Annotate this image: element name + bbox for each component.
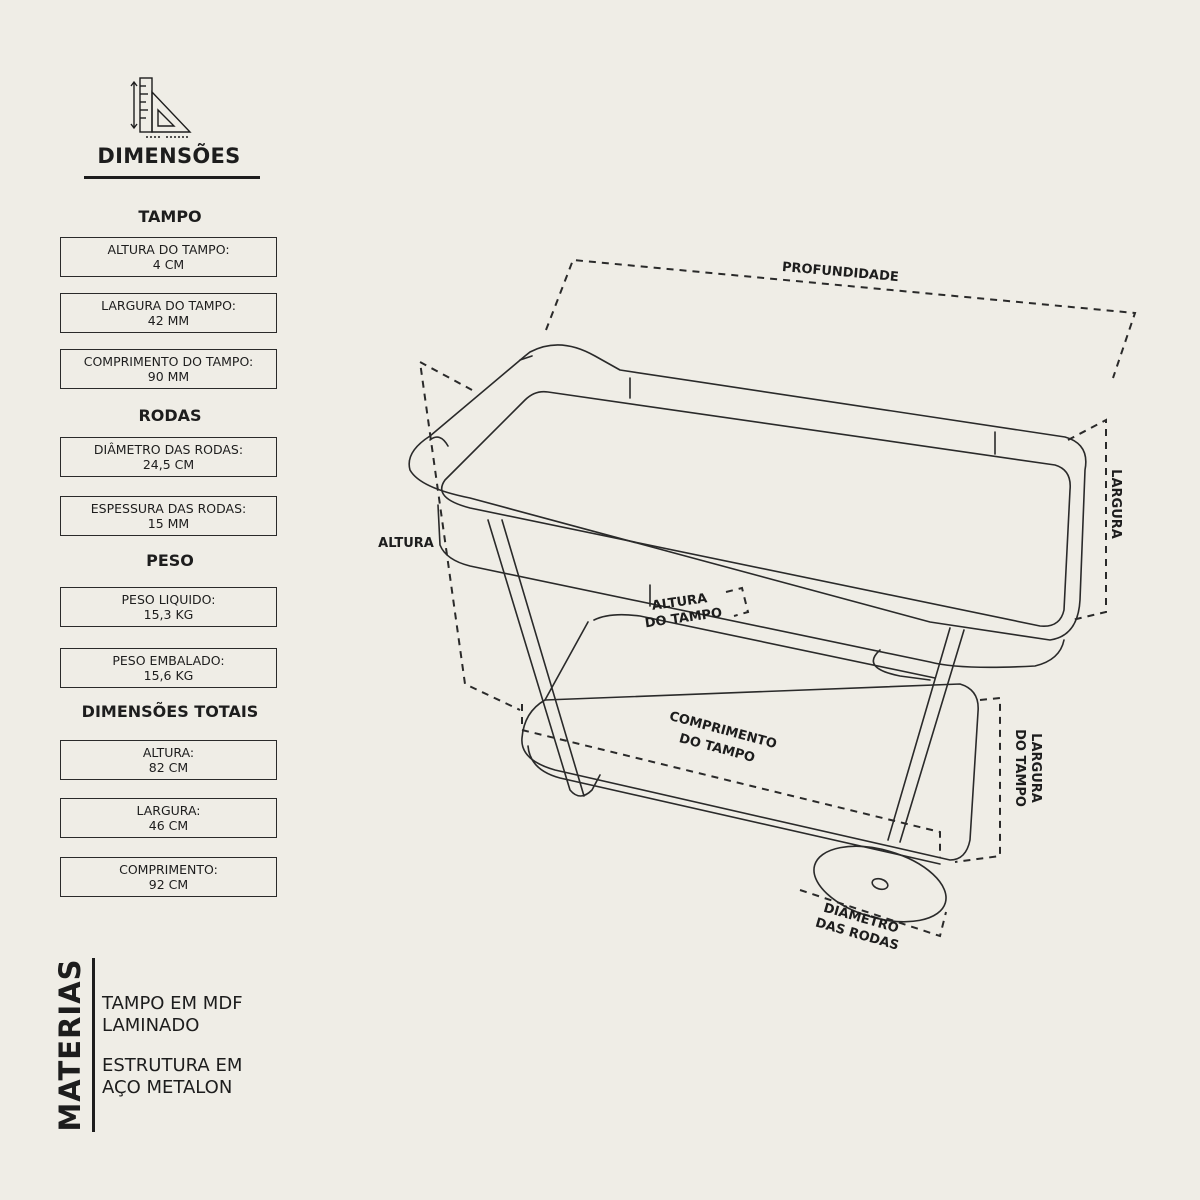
spec-value: 82 CM <box>148 760 189 775</box>
spec-diametro-rodas: DIÂMETRO DAS RODAS: 24,5 CM <box>60 437 277 477</box>
spec-value: 42 MM <box>147 313 190 328</box>
wheel-bracket <box>872 649 931 681</box>
tray-top-inner <box>440 390 1072 627</box>
dim-altura <box>418 360 521 711</box>
spec-largura-total: LARGURA: 46 CM <box>60 798 277 838</box>
spec-altura-tampo: ALTURA DO TAMPO: 4 CM <box>60 237 277 277</box>
back-leg-inner <box>899 629 965 843</box>
dim-comprimento-tampo <box>521 704 941 858</box>
spec-largura-tampo: LARGURA DO TAMPO: 42 MM <box>60 293 277 333</box>
spec-label: PESO EMBALADO: <box>112 653 225 668</box>
spec-label: ALTURA DO TAMPO: <box>107 242 230 257</box>
dim-largura <box>1067 418 1107 621</box>
shelf-support <box>544 621 589 701</box>
front-leg-inner <box>501 519 585 797</box>
tray-top-side <box>437 504 1065 669</box>
spec-peso-liquido: PESO LIQUIDO: 15,3 KG <box>60 587 277 627</box>
label-largura-tampo-2: DO TAMPO <box>1012 729 1027 807</box>
wheel-hub <box>871 877 889 891</box>
dim-largura-tampo <box>954 696 1001 863</box>
front-leg <box>487 519 601 797</box>
spec-value: 15 MM <box>147 516 190 531</box>
label-largura-tampo-1: LARGURA <box>1028 733 1043 803</box>
spec-value: 46 CM <box>148 818 189 833</box>
spec-label: DIÂMETRO DAS RODAS: <box>93 442 244 457</box>
spec-value: 24,5 CM <box>142 457 195 472</box>
handle-left <box>519 355 533 361</box>
spec-peso-embalado: PESO EMBALADO: 15,6 KG <box>60 648 277 688</box>
section-title-rodas: RODAS <box>138 406 202 425</box>
spec-value: 15,6 KG <box>143 668 194 683</box>
wheel <box>813 845 947 923</box>
section-title-peso: PESO <box>146 551 194 570</box>
spec-comprimento-total: COMPRIMENTO: 92 CM <box>60 857 277 897</box>
page-title: DIMENSÕES <box>97 144 241 168</box>
material-line: ESTRUTURA EM <box>102 1055 243 1076</box>
spec-value: 15,3 KG <box>143 607 194 622</box>
handle-end <box>429 436 449 447</box>
spec-label: ALTURA: <box>142 745 195 760</box>
section-title-totais: DIMENSÕES TOTAIS <box>81 702 259 721</box>
material-item-estrutura: ESTRUTURA EM AÇO METALON <box>102 1055 242 1099</box>
spec-value: 90 MM <box>147 369 190 384</box>
tray-top-rim <box>408 344 1087 641</box>
material-item-tampo: TAMPO EM MDF LAMINADO <box>102 993 243 1037</box>
bottom-shelf <box>521 683 979 861</box>
material-line: AÇO METALON <box>102 1077 233 1098</box>
spec-label: PESO LIQUIDO: <box>121 592 216 607</box>
dim-altura-tampo <box>725 586 750 617</box>
spec-label: LARGURA: <box>136 803 201 818</box>
spec-label: ESPESSURA DAS RODAS: <box>90 501 247 516</box>
spec-altura-total: ALTURA: 82 CM <box>60 740 277 780</box>
spec-espessura-rodas: ESPESSURA DAS RODAS: 15 MM <box>60 496 277 536</box>
middle-rail <box>593 613 936 679</box>
spec-label: COMPRIMENTO DO TAMPO: <box>83 354 254 369</box>
spec-label: COMPRIMENTO: <box>119 862 218 877</box>
back-leg <box>887 627 951 841</box>
dim-diametro-rodas <box>799 889 947 938</box>
bottom-shelf-edge <box>527 745 941 865</box>
label-largura: LARGURA <box>1108 469 1123 539</box>
label-altura: ALTURA <box>378 536 434 551</box>
material-line: TAMPO EM MDF <box>102 993 243 1014</box>
ruler-triangle-icon <box>130 77 192 138</box>
spec-value: 92 CM <box>148 877 189 892</box>
material-line: LAMINADO <box>102 1015 200 1036</box>
materials-divider <box>92 958 95 1132</box>
section-title-tampo: TAMPO <box>138 207 202 226</box>
spec-value: 4 CM <box>152 257 185 272</box>
spec-comprimento-tampo: COMPRIMENTO DO TAMPO: 90 MM <box>60 349 277 389</box>
spec-label: LARGURA DO TAMPO: <box>101 298 236 313</box>
dim-profundidade <box>545 258 1137 379</box>
title-underline <box>84 176 260 179</box>
